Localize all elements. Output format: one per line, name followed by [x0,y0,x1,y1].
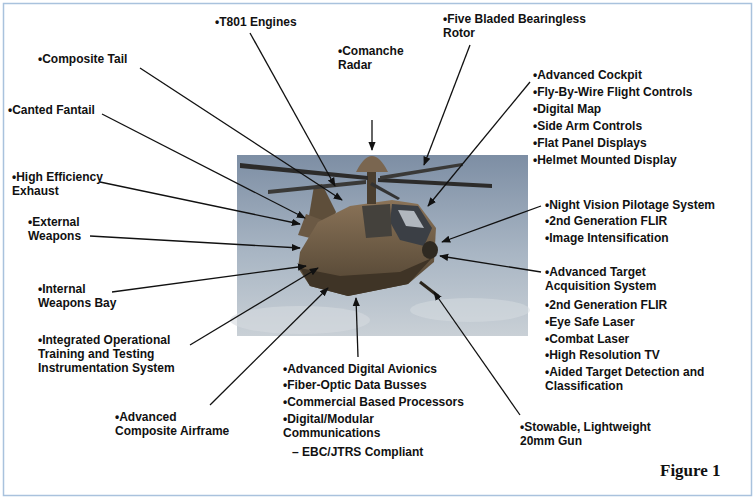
callout-label: •Eye Safe Laser [545,315,635,329]
callout-label: •High Resolution TV [545,348,660,362]
figure-caption: Figure 1 [660,461,721,481]
callout-label: •Night Vision Pilotage System [545,198,715,212]
callout-label: •Side Arm Controls [533,119,642,133]
callout-label: •Flat Panel Displays [533,136,647,150]
callout-label: •Helmet Mounted Display [533,153,677,167]
leader-lines [90,33,541,415]
callout-label: •Canted Fantail [8,103,95,117]
callout-label: •2nd Generation FLIR [545,214,667,228]
callout-label: •Advanced Digital Avionics [283,362,437,376]
callout-label: •Commercial Based Processors [283,395,464,409]
callout-label: •Composite Tail [38,52,127,66]
callout-label: •Integrated Operational Training and Tes… [38,333,188,375]
frame [4,4,752,496]
callout-label: •Image Intensification [545,231,669,245]
callout-label: •Combat Laser [545,332,629,346]
callout-label: •2nd Generation FLIR [545,298,667,312]
callout-label: •Fly-By-Wire Flight Controls [533,85,692,99]
callout-label: •Digital/Modular Communications [283,412,433,440]
callout-label: •Digital Map [533,102,601,116]
callout-label: •T801 Engines [215,15,297,29]
callout-label: •Comanche Radar [338,44,400,72]
callout-label: •Advanced Target Acquisition System [545,265,680,293]
callout-label: •Advanced Cockpit [533,68,642,82]
callout-label: •Internal Weapons Bay [38,282,133,310]
callout-label: – EBC/JTRS Compliant [292,445,423,459]
callout-label: •Stowable, Lightweight 20mm Gun [520,420,665,448]
callout-label: •Five Bladed Bearingless Rotor [443,12,593,40]
callout-label: •External Weapons [28,215,108,243]
photo [230,155,530,336]
callout-label: •High Efficiency Exhaust [12,170,124,198]
callout-label: •Advanced Composite Airframe [115,410,240,438]
callout-label: •Aided Target Detection and Classificati… [545,365,750,393]
callout-label: •Fiber-Optic Data Busses [283,378,427,392]
